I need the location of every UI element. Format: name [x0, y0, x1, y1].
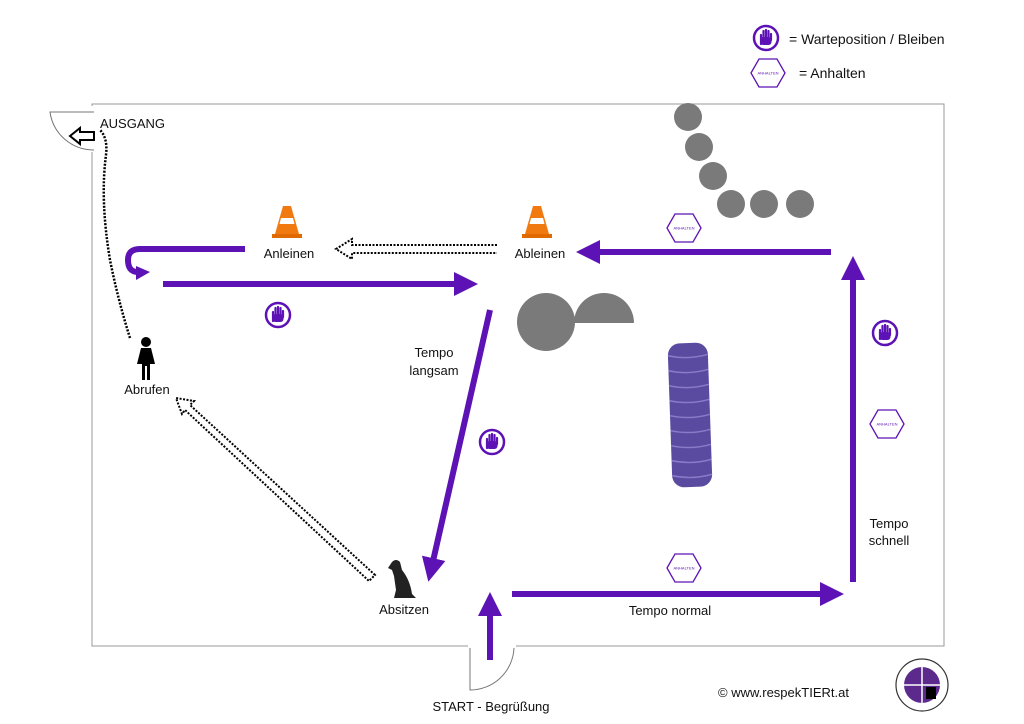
hand-stop-icon: [478, 428, 506, 456]
copyright-text: © www.respekTIERt.at: [718, 685, 849, 700]
leash-on-label: Anleinen: [264, 246, 315, 261]
leash-off-label: Ableinen: [515, 246, 566, 261]
route-arrow: [124, 246, 245, 275]
route: [124, 240, 865, 660]
tempo-slow-label-1: Tempo: [414, 345, 453, 360]
room-outline: [91, 103, 945, 647]
hand-stop-icon: [871, 319, 899, 347]
exit-arrow-icon: [68, 125, 95, 147]
obstacles: [517, 103, 814, 351]
exit-door: [49, 106, 95, 152]
route-arrow: [421, 309, 493, 582]
tunnel: [667, 342, 713, 488]
respektiert-logo: [895, 658, 949, 712]
legend: = Warteposition / Bleiben = Anhalten: [750, 24, 945, 88]
hollow-arrow: [334, 237, 497, 261]
traffic-cone-icon: [272, 206, 302, 238]
hollow-arrow: [174, 396, 377, 583]
person-icon: [137, 337, 155, 380]
dotted-path: [99, 129, 132, 339]
hand-stop-icon: [264, 301, 292, 329]
sit-label: Absitzen: [379, 602, 429, 617]
hexagon-stop-icon: [869, 409, 905, 439]
tempo-fast-label-1: Tempo: [869, 516, 908, 531]
start-label: START - Begrüßung: [432, 699, 549, 714]
off-leash-route: [99, 129, 497, 583]
hexagon-stop-icon: [750, 58, 786, 88]
tempo-slow-label-2: langsam: [409, 363, 458, 378]
legend-stay-label: = Warteposition / Bleiben: [789, 31, 945, 47]
tempo-normal-label: Tempo normal: [629, 603, 711, 618]
tempo-fast-label-2: schnell: [869, 533, 910, 548]
recall-label: Abrufen: [124, 382, 170, 397]
hexagon-stop-icon: [666, 553, 702, 583]
traffic-cone-icon: [522, 206, 552, 238]
hand-stop-icon: [752, 24, 780, 52]
exit-label: AUSGANG: [100, 116, 165, 131]
hexagon-stop-icon: [666, 213, 702, 243]
legend-stop-label: = Anhalten: [799, 65, 866, 81]
dog-icon: [388, 560, 416, 598]
